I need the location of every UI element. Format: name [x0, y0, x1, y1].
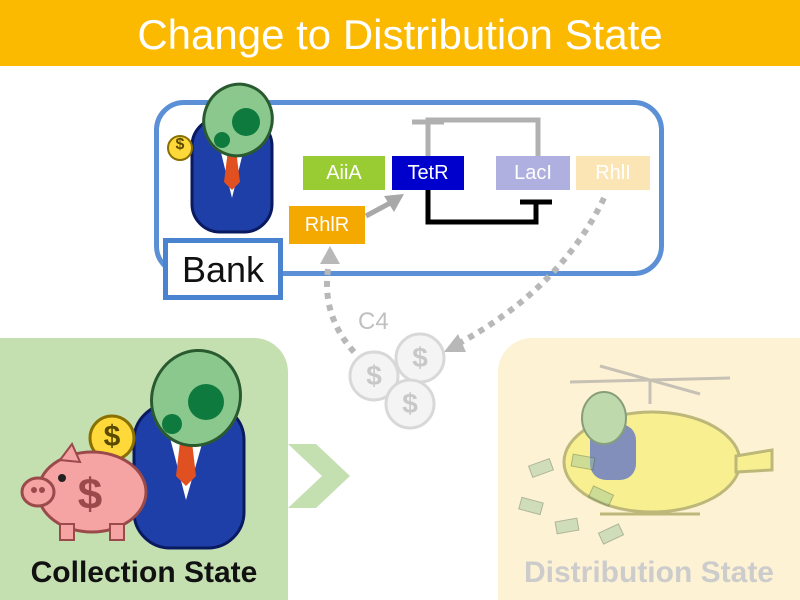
falling-bills — [518, 453, 625, 545]
bank-label-box — [163, 238, 283, 300]
tetr-represses-laci-line — [412, 117, 541, 156]
collection-character — [132, 348, 246, 550]
gene-tetr: TetR — [392, 156, 464, 190]
gene-rhlr: RhlR — [289, 206, 365, 244]
collection-state-label: Collection State — [30, 556, 258, 589]
distribution-helicopter — [562, 364, 774, 516]
c4-coins — [348, 332, 446, 430]
gene-aiia: AiiA — [303, 156, 385, 190]
rhlr-activates-tetr-arrow — [364, 194, 404, 219]
gene-rhli: RhlI — [576, 156, 650, 190]
c4-to-rhlr-dotted-arrow — [320, 246, 357, 355]
piggy-bank-symbol: $ — [77, 470, 103, 519]
c4-label: C4 — [358, 308, 389, 335]
page-title: Change to Distribution State — [137, 11, 663, 58]
bank-coin-symbol: $ — [175, 136, 185, 153]
bank-character — [167, 82, 274, 234]
collection-coin-symbol: $ — [103, 420, 121, 453]
rhli-signal-dotted-arrow — [444, 196, 607, 352]
distribution-state-label: Distribution State — [523, 556, 774, 589]
gene-laci: LacI — [496, 156, 570, 190]
piggy-bank-icon — [20, 442, 148, 541]
laci-represses-tetr-line — [425, 190, 552, 225]
c4-coin-symbol-3: $ — [402, 388, 418, 419]
bank-label: Bank — [181, 249, 265, 290]
transition-chevron-icon — [288, 444, 350, 508]
title-bar — [0, 0, 800, 66]
c4-coin-symbol-1: $ — [366, 360, 382, 391]
c4-coin-symbol-2: $ — [412, 342, 428, 373]
